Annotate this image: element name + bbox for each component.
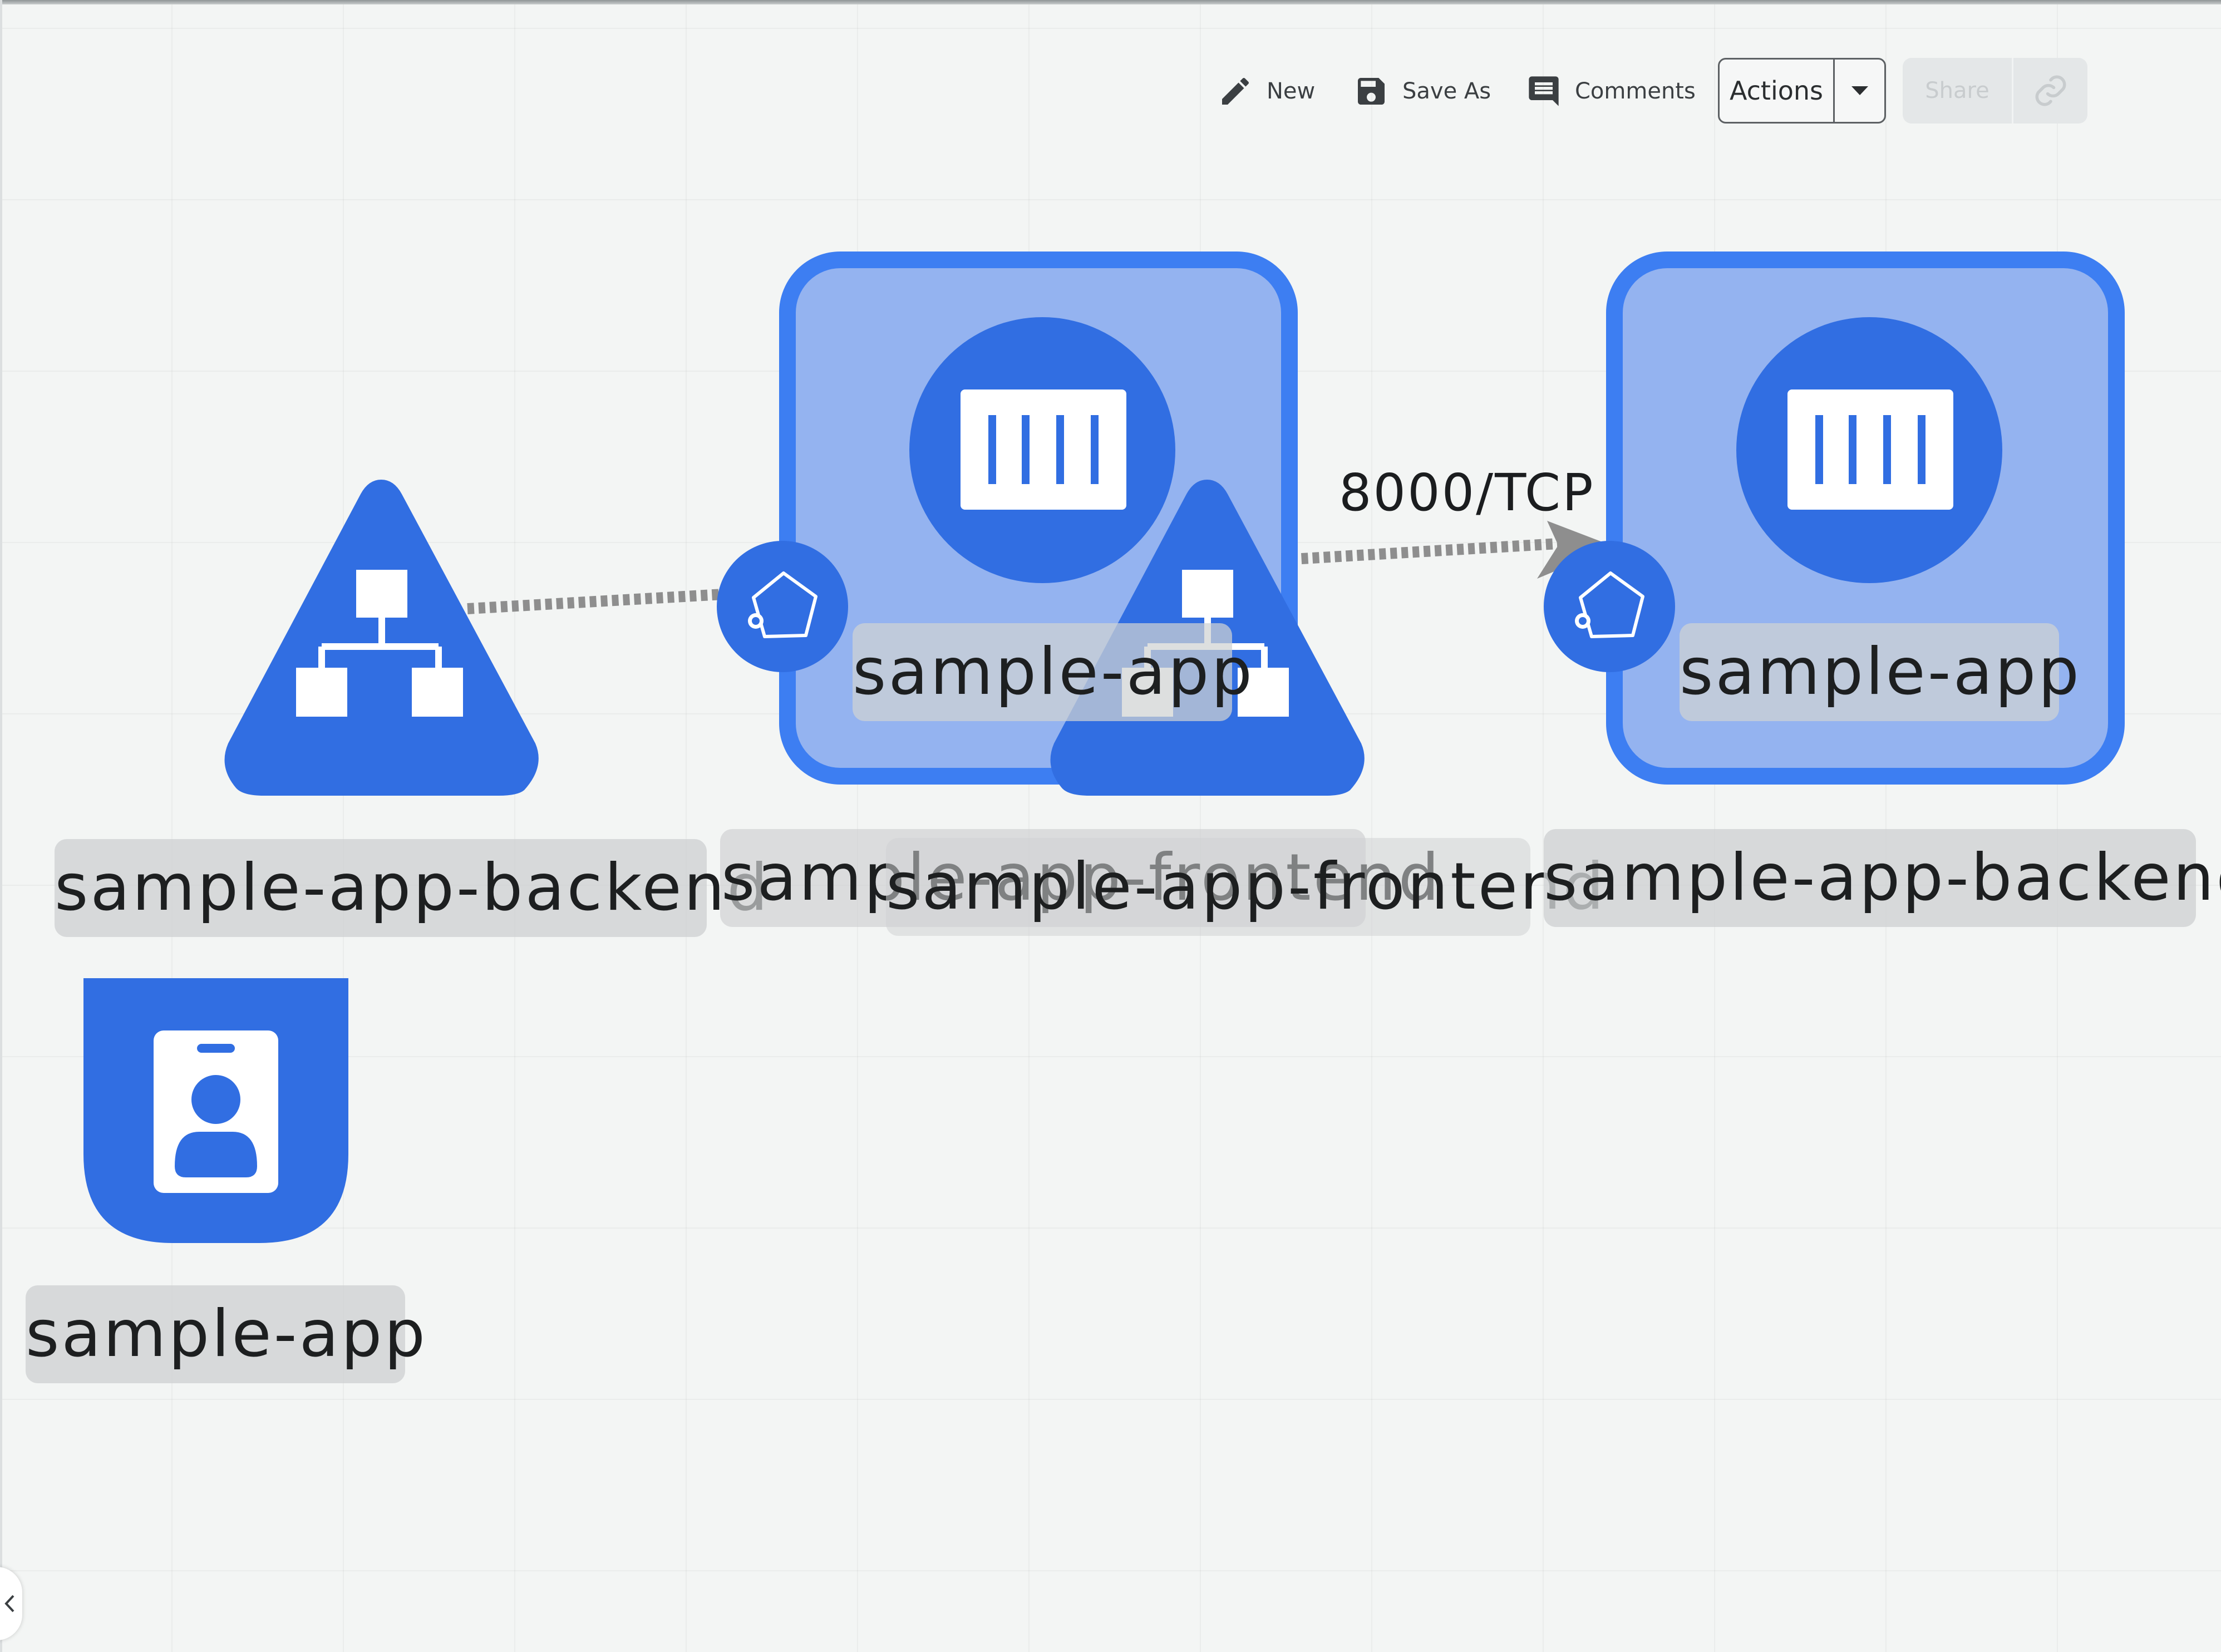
actions-button[interactable]: Actions [1720, 60, 1835, 122]
container-label-frontend: sample-app [853, 623, 1252, 721]
container-icon [961, 389, 1126, 510]
serviceaccount-label: sample-app [26, 1285, 425, 1383]
chevron-left-icon [4, 1595, 14, 1612]
comment-icon [1529, 76, 1559, 106]
comments-label: Comments [1575, 78, 1696, 104]
save-as-label: Save As [1402, 78, 1491, 104]
pencil-icon [1222, 77, 1249, 105]
caret-down-icon [1851, 86, 1868, 95]
container-node-backend[interactable] [1736, 317, 2002, 583]
endpoint-node-frontend[interactable] [717, 541, 848, 672]
endpoint-icon [748, 571, 818, 638]
new-button[interactable]: New [1218, 66, 1315, 117]
container-node-frontend[interactable] [909, 317, 1175, 583]
share-button[interactable]: Share [1903, 58, 2013, 124]
container-icon [1787, 389, 1953, 510]
service-node-backend[interactable] [220, 476, 542, 798]
left-border [0, 0, 2, 1652]
share-group: Share [1903, 58, 2087, 124]
new-label: New [1267, 78, 1316, 104]
top-border [0, 0, 2221, 4]
actions-dropdown-toggle[interactable] [1835, 60, 1884, 122]
service-label-frontend: sample-app-frontend [886, 838, 1604, 936]
endpoint-icon [1575, 571, 1644, 638]
endpoint-node-backend[interactable] [1544, 541, 1675, 672]
container-label-backend: sample-app [1680, 623, 2079, 721]
edge-port-label: 8000/TCP [1339, 463, 1595, 522]
edge-backend-service-to-pod [467, 589, 724, 614]
pod-label-backend: sample-app-backend [1544, 829, 2221, 927]
link-icon [2035, 75, 2066, 106]
save-as-button[interactable]: Save As [1353, 66, 1491, 117]
actions-menu[interactable]: Actions [1718, 58, 1886, 124]
service-label-backend: sample-app-backend [55, 839, 768, 937]
copy-link-button[interactable] [2013, 58, 2087, 124]
save-icon [1358, 78, 1385, 105]
id-badge-icon [154, 1030, 278, 1193]
serviceaccount-node[interactable] [83, 978, 348, 1243]
comments-button[interactable]: Comments [1526, 66, 1696, 117]
